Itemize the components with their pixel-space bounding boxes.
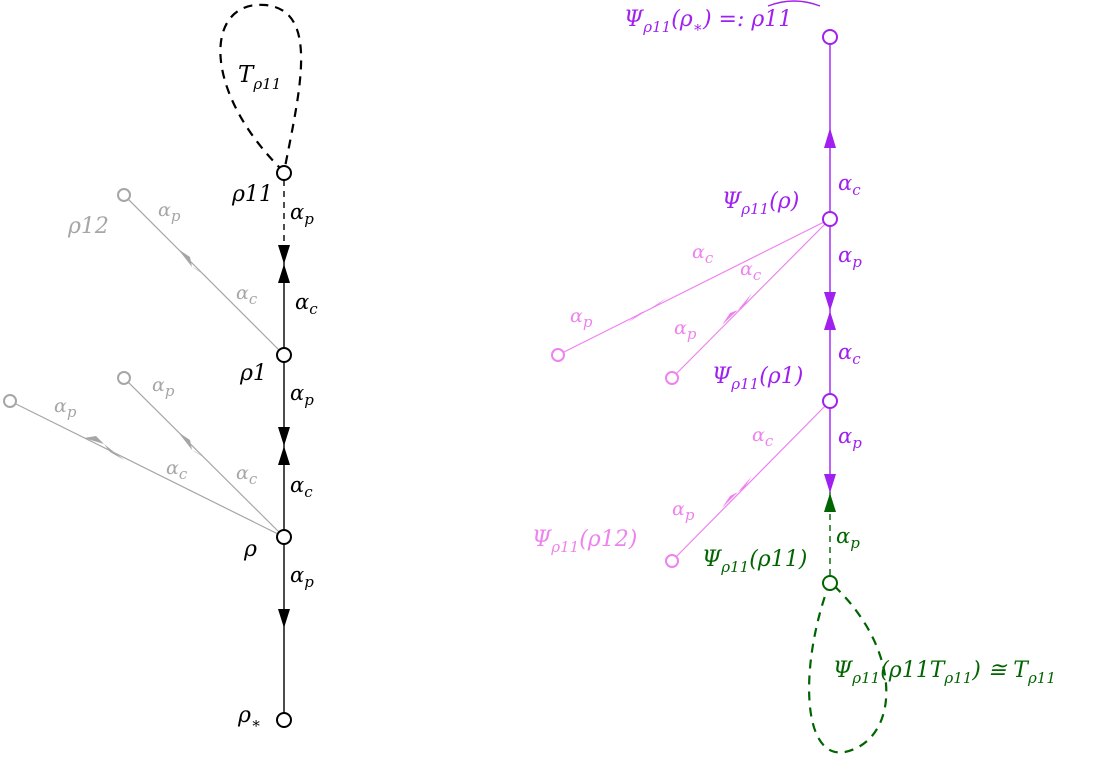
pink-arrow-1b — [648, 297, 668, 310]
node-psi-rho — [822, 211, 838, 227]
label-psi-rho11: Ψρ11(ρ11) — [702, 547, 807, 576]
gray-label-g1p: αp — [158, 199, 181, 225]
left-edge-label-2: αc — [295, 290, 318, 318]
label-psi-top: Ψρ11(ρ∗) =: ρ11 — [624, 7, 792, 36]
pink-arrow-2b — [738, 293, 752, 310]
node-rho — [276, 529, 292, 545]
right-loop-curve — [808, 581, 888, 754]
pink-arrow-3a — [722, 492, 738, 508]
right-arrow-down-mid — [824, 292, 836, 311]
node-rho11 — [276, 165, 292, 181]
gray-label-g1c: αc — [236, 282, 258, 308]
pink-label-3c: αc — [752, 424, 774, 450]
label-rho12: ρ12 — [67, 214, 109, 239]
left-edge-label-1: αp — [290, 200, 314, 228]
left-tree: Tρ11 ρ11 ρ12 ρ1 ρ ρ∗ αp αc αp αc αp αp α… — [3, 3, 318, 732]
left-arrow-up-2 — [278, 446, 290, 465]
right-edge-label-low-p: αp — [838, 424, 862, 452]
gray-arrow-2b — [192, 450, 208, 460]
left-arrow-down-2 — [278, 427, 290, 446]
left-edge-label-3: αp — [290, 381, 314, 409]
node-psi-top — [822, 29, 838, 45]
label-rho1: ρ1 — [239, 361, 267, 386]
pink-label-2c: αc — [740, 258, 762, 284]
label-psi-rho12: Ψρ11(ρ12) — [532, 527, 637, 556]
hat-arc — [767, 0, 821, 7]
pink-edge-2 — [671, 218, 831, 379]
node-rho-star — [276, 712, 292, 728]
gray-label-g3p: αp — [54, 395, 77, 421]
pink-label-2p: αp — [674, 317, 697, 343]
node-pink-1 — [551, 348, 565, 362]
pink-label-3p: αp — [672, 498, 695, 524]
left-arrow-down-1 — [278, 245, 290, 264]
hat-rho11: ρ11 — [750, 7, 792, 32]
label-rho11: ρ11 — [231, 182, 273, 207]
label-psi-loop: Ψρ11(ρ11Tρ11) ≅ Tρ11 — [833, 658, 1056, 687]
left-arrow-up-1 — [278, 264, 290, 283]
right-edge-label-green-p: αp — [836, 524, 860, 552]
right-edge-label-top-c: αc — [838, 171, 861, 199]
pink-label-1p: αp — [570, 305, 593, 331]
label-rho: ρ — [243, 537, 257, 562]
left-loop-label: Tρ11 — [238, 62, 281, 93]
left-edge-label-4: αc — [290, 473, 313, 501]
pink-arrow-3b — [738, 476, 752, 492]
gray-label-g2p: αp — [152, 374, 175, 400]
pink-edge-3 — [671, 400, 831, 562]
pink-arrow-2a — [722, 310, 738, 325]
left-edge-label-5: αp — [290, 563, 314, 591]
left-loop-curve — [219, 3, 303, 173]
right-arrow-up-green — [824, 493, 836, 512]
left-arrow-down-3 — [278, 609, 290, 628]
right-edge-label-mid-c: αc — [838, 340, 861, 368]
gray-arrow-3a — [84, 436, 104, 444]
label-psi-rho: Ψρ11(ρ) — [722, 189, 799, 218]
right-tree: Ψρ11(ρ∗) =: ρ11 Ψρ11(ρ) Ψρ11(ρ1) Ψρ11(ρ1… — [532, 0, 1056, 754]
gray-edge-b3-rho — [9, 400, 285, 538]
node-psi-rho12 — [665, 554, 679, 568]
pink-label-1c: αc — [692, 241, 714, 267]
pink-edge-1 — [557, 218, 831, 356]
gray-arrow-1a — [178, 249, 192, 267]
gray-arrow-2a — [178, 432, 192, 450]
node-rho1 — [276, 347, 292, 363]
gray-arrow-1b — [192, 267, 208, 277]
pink-arrow-1a — [627, 310, 648, 323]
node-psi-rho1 — [822, 393, 838, 409]
right-arrow-up-mid — [824, 311, 836, 330]
node-rho12 — [117, 188, 131, 202]
label-rho-star: ρ∗ — [237, 703, 261, 732]
node-psi-rho11 — [822, 575, 838, 591]
gray-arrow-3b — [104, 444, 124, 460]
right-arrow-down-low — [824, 474, 836, 493]
node-gray-3 — [3, 394, 17, 408]
right-edge-label-mid-p: αp — [838, 243, 862, 271]
node-gray-2 — [117, 371, 131, 385]
right-arrow-up-top — [824, 128, 836, 148]
gray-edge-rho12-rho1 — [123, 194, 285, 356]
gray-label-g3c: αc — [166, 457, 188, 483]
gray-label-g2c: αc — [236, 462, 258, 488]
label-psi-rho1: Ψρ11(ρ1) — [712, 364, 803, 393]
node-pink-2 — [665, 371, 679, 385]
